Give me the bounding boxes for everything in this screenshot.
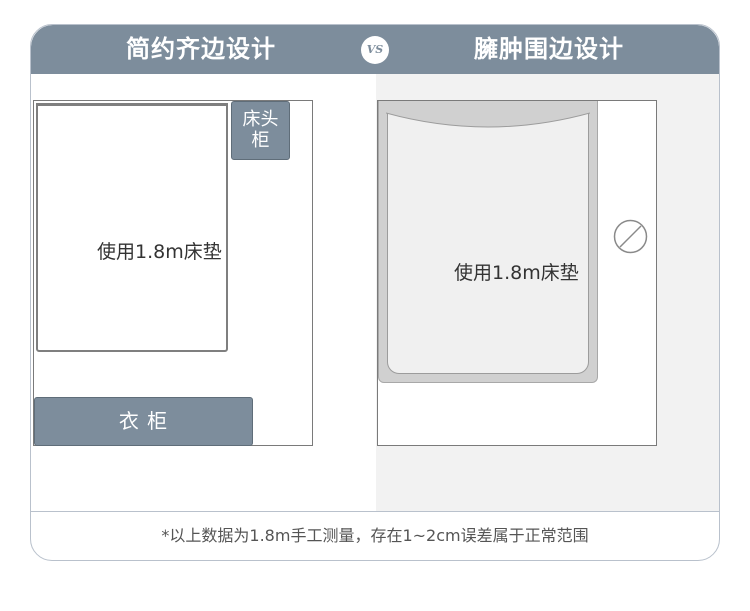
nightstand: 床头 柜 <box>231 101 290 160</box>
measurement-footnote: *以上数据为1.8m手工测量，存在1~2cm误差属于正常范围 <box>161 526 589 545</box>
right-design-title: 臃肿围边设计 <box>474 35 624 63</box>
right-room-outline <box>377 100 657 446</box>
left-design-title: 简约齐边设计 <box>126 35 276 63</box>
nightstand-label-line1: 床头 <box>242 109 279 130</box>
footer-divider <box>31 511 719 512</box>
nightstand-label-line2: 柜 <box>251 130 270 151</box>
right-mattress <box>387 111 589 374</box>
vs-badge: VS <box>361 36 389 64</box>
left-mattress-label: 使用1.8m床垫 <box>97 241 222 263</box>
right-mattress-label: 使用1.8m床垫 <box>454 262 579 284</box>
left-room-outline: 床头 柜 衣 柜 <box>33 100 313 446</box>
right-bed-frame <box>378 101 598 383</box>
header-bar: 简约齐边设计 VS 臃肿围边设计 <box>31 25 719 74</box>
prohibited-icon <box>613 219 648 254</box>
left-bed <box>36 103 228 352</box>
wardrobe: 衣 柜 <box>34 397 253 446</box>
frame-curve <box>386 101 590 128</box>
